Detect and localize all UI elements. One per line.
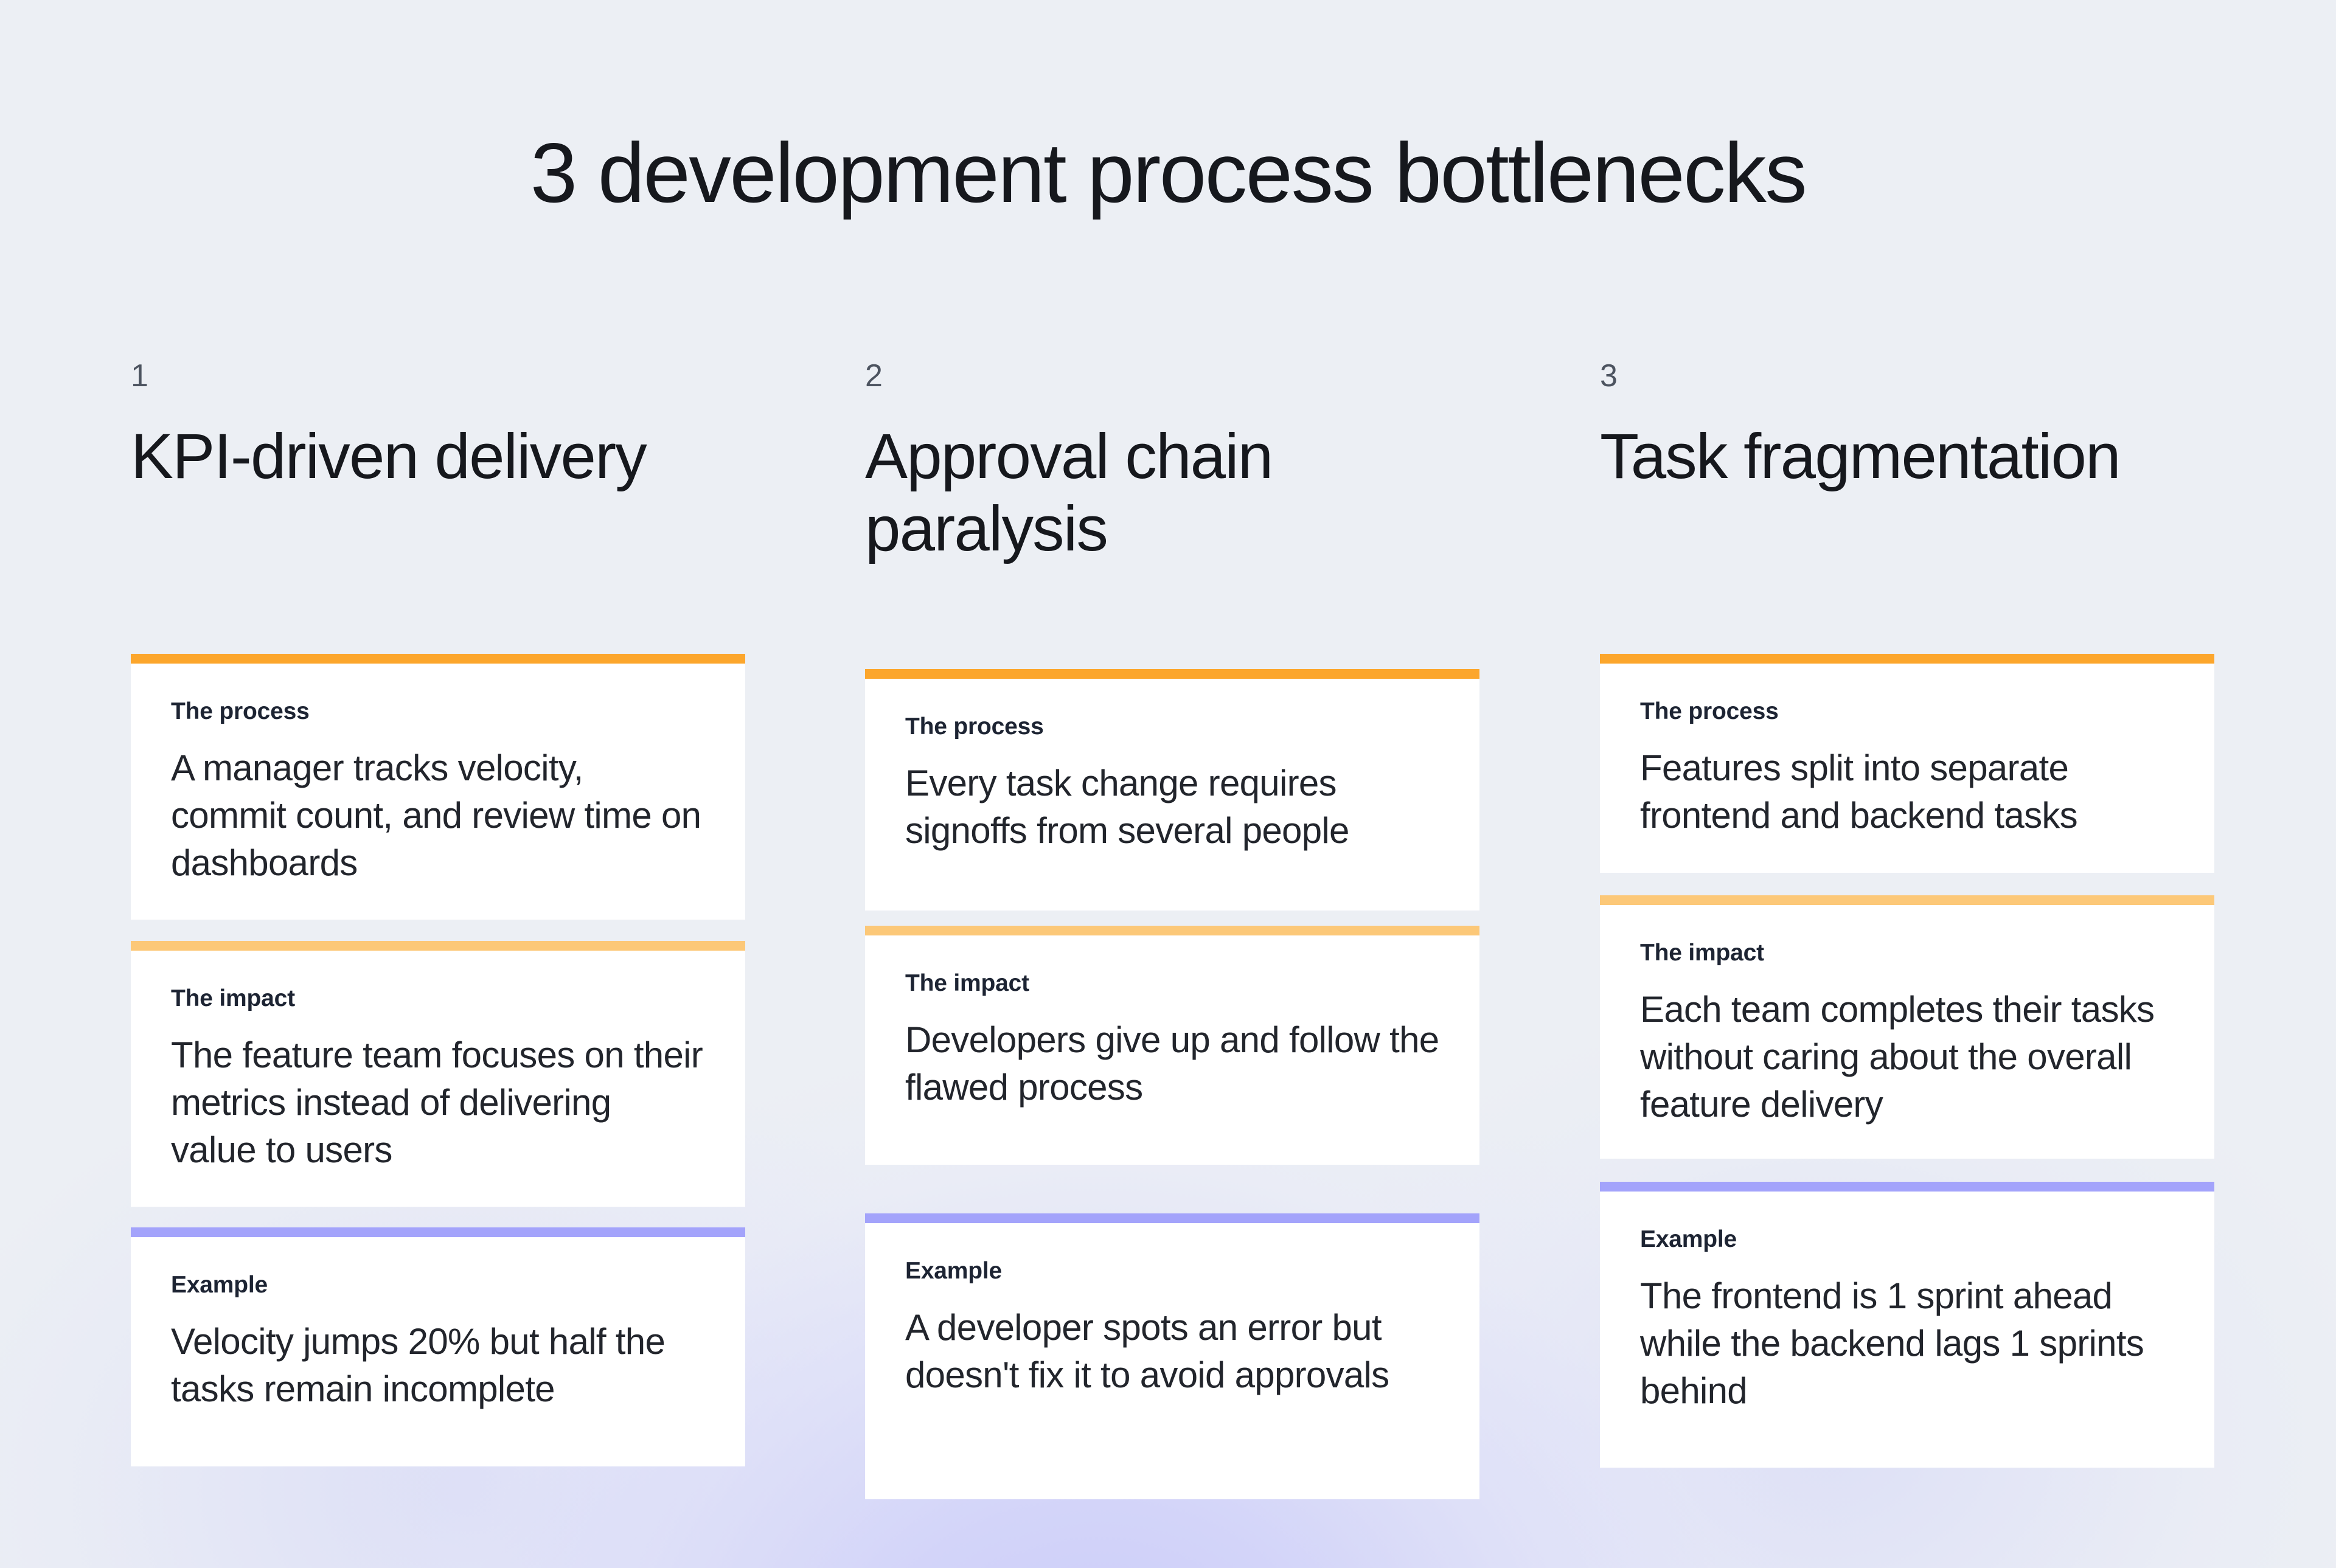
card-accent-bar: [1600, 1182, 2214, 1192]
card-text: A developer spots an error but doesn't f…: [905, 1306, 1389, 1395]
card-text: The feature team focuses on their metric…: [171, 1034, 703, 1170]
card-text: Developers give up and follow the flawed…: [905, 1019, 1439, 1108]
card-accent-bar: [131, 941, 745, 951]
column-number: 1: [131, 358, 148, 394]
column-title: Task fragmentation: [1600, 421, 2121, 492]
card-label: The process: [905, 713, 1044, 740]
column-number: 2: [865, 358, 883, 394]
card-label: Example: [1640, 1226, 1737, 1252]
card-text: A manager tracks velocity, commit count,…: [171, 747, 701, 883]
bottleneck-card: Example A developer spots an error but do…: [865, 1213, 1479, 1499]
card-accent-bar: [1600, 654, 2214, 664]
card-label: The impact: [1640, 940, 1764, 966]
card-label: Example: [905, 1258, 1003, 1284]
card-body: The process A manager tracks velocity, co…: [131, 664, 745, 917]
card-accent-bar: [1600, 895, 2214, 905]
card-label: Example: [171, 1272, 268, 1298]
column-number: 3: [1600, 358, 1618, 394]
card-text: Each team completes their tasks without …: [1640, 988, 2155, 1125]
page-title: 3 development process bottlenecks: [530, 126, 1807, 220]
card-label: The process: [171, 698, 310, 724]
card-text: Velocity jumps 20% but half the tasks re…: [171, 1320, 666, 1409]
card-label: The impact: [905, 970, 1029, 996]
card-text: The frontend is 1 sprint ahead while the…: [1640, 1275, 2144, 1411]
card-accent-bar: [131, 1227, 745, 1237]
card-label: The process: [1640, 698, 1779, 724]
bottleneck-card: The process A manager tracks velocity, co…: [131, 654, 745, 920]
card-accent-bar: [865, 926, 1479, 935]
card-text: Features split into separate frontend an…: [1640, 747, 2078, 836]
column-title: KPI-driven delivery: [131, 421, 647, 492]
card-label: The impact: [171, 985, 295, 1011]
column-title: Approval chain paralysis: [865, 421, 1273, 564]
card-accent-bar: [865, 669, 1479, 679]
card-body: Example A developer spots an error but do…: [865, 1223, 1479, 1429]
card-accent-bar: [131, 654, 745, 664]
card-accent-bar: [865, 1213, 1479, 1223]
card-text: Every task change requires signoffs from…: [905, 762, 1349, 851]
